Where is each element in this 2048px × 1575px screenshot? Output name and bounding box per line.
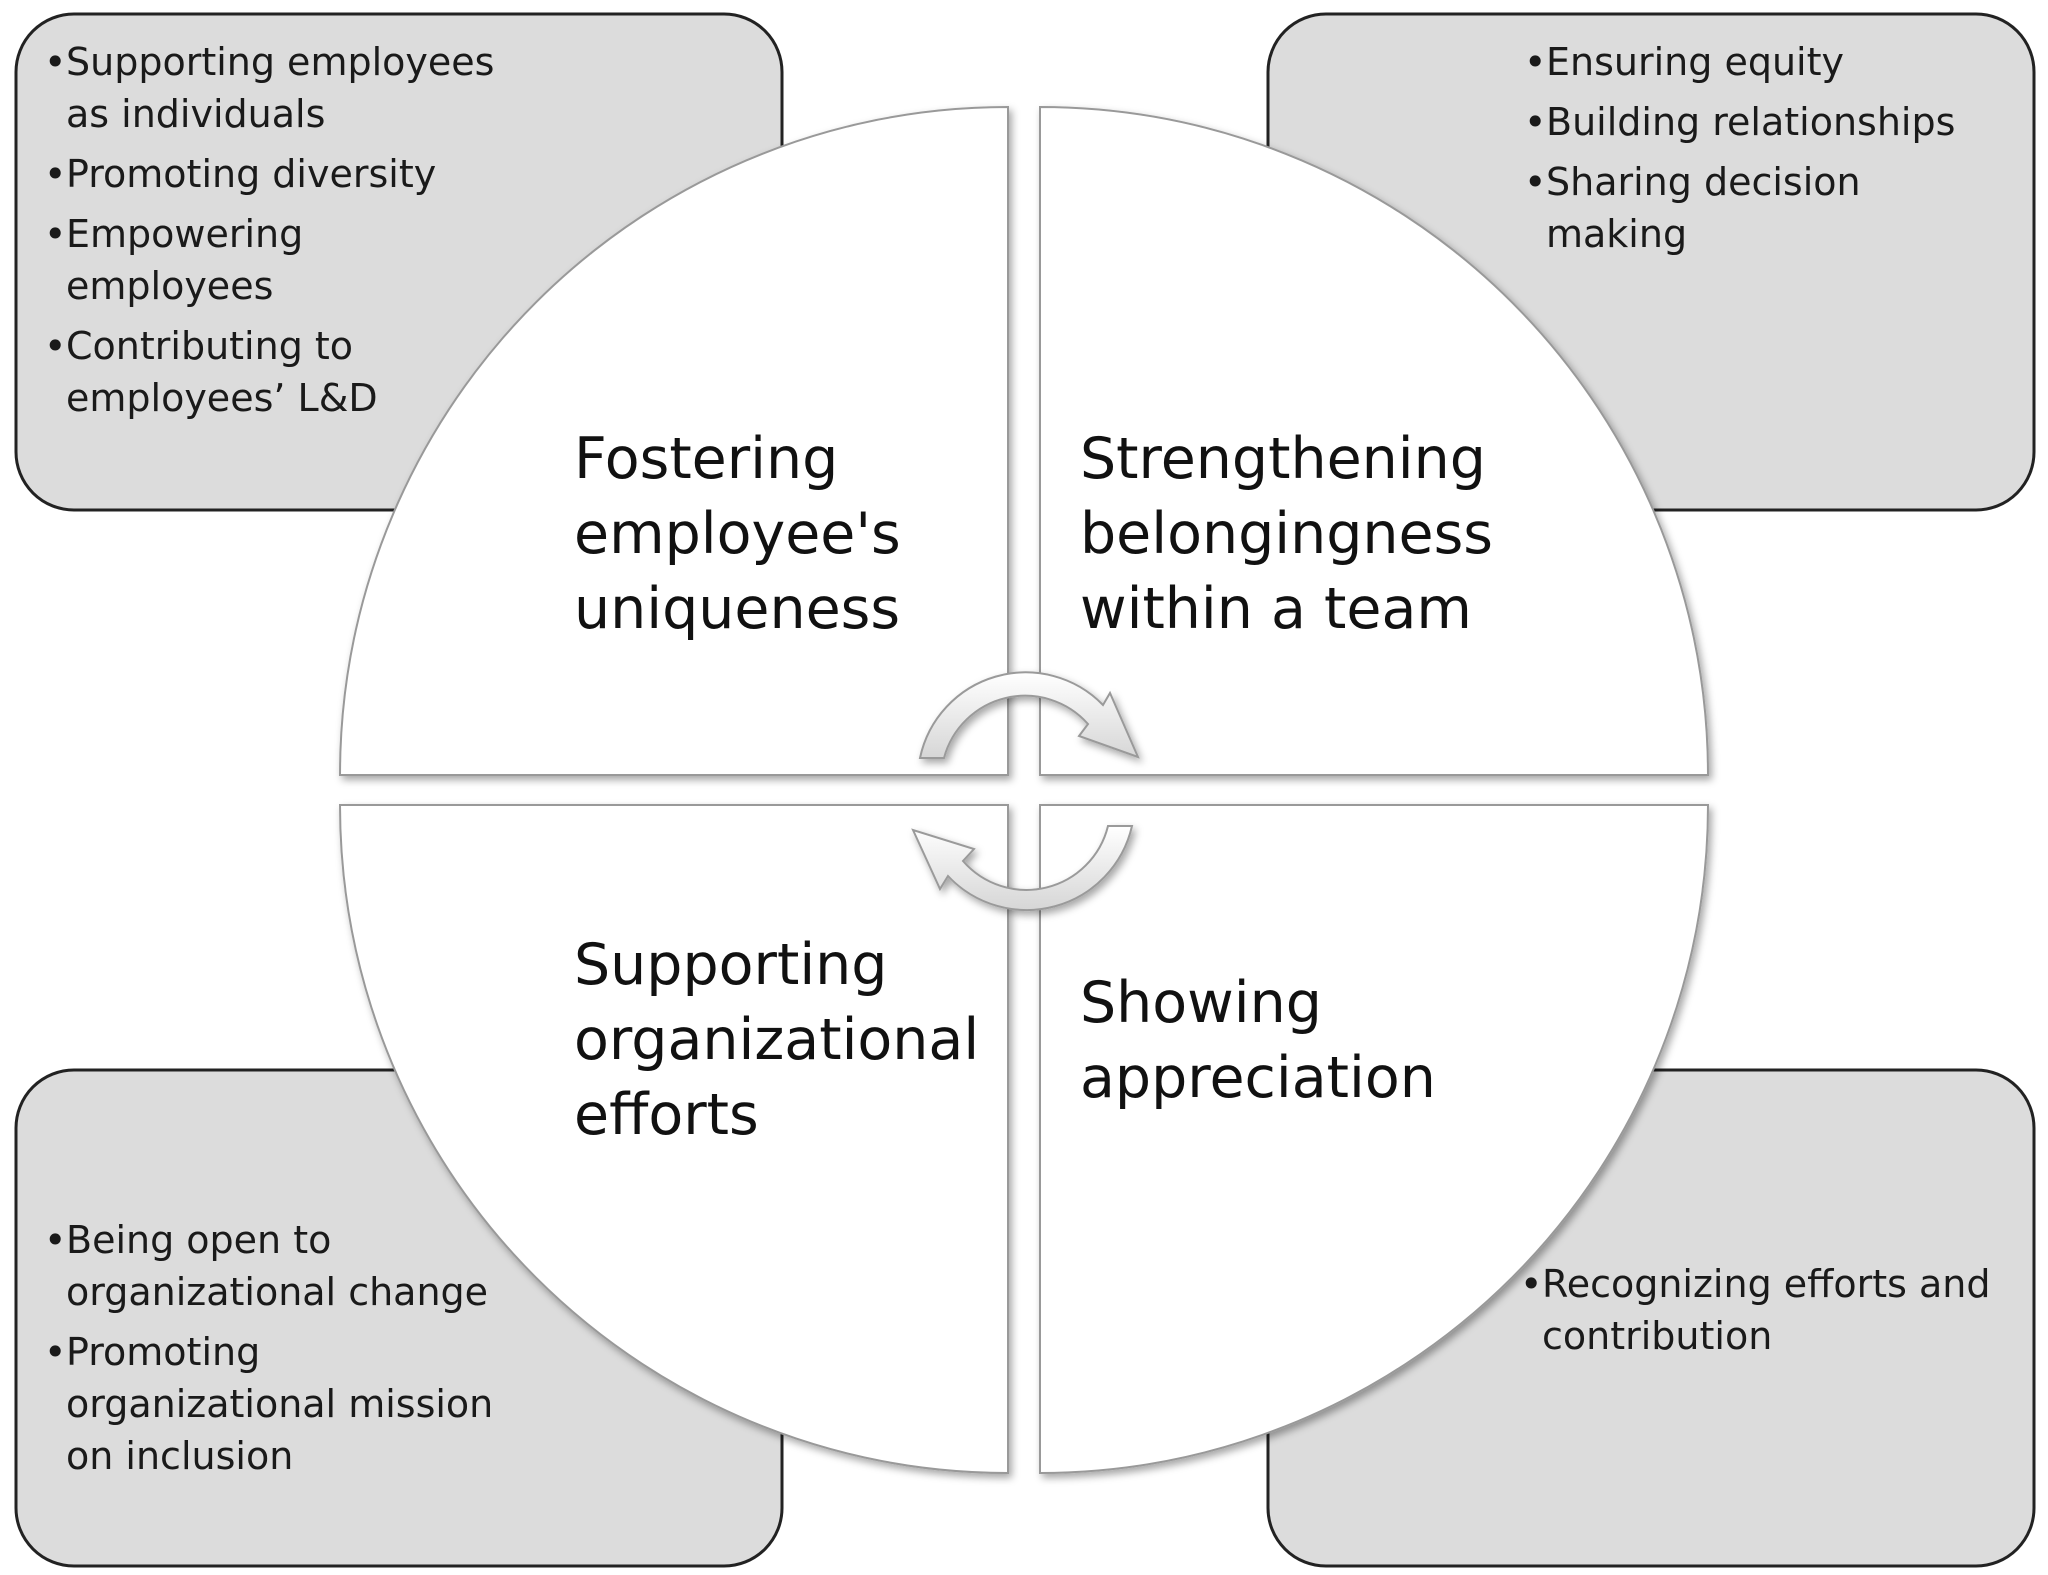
list-item: Building relationships	[1524, 96, 1984, 148]
arrow-bottom-clockwise-icon	[911, 825, 1134, 912]
bullets-top-left: Supporting employees as individuals Prom…	[44, 36, 514, 432]
list-item: Recognizing efforts and contribution	[1520, 1258, 2020, 1362]
list-item: Ensuring equity	[1524, 36, 1984, 88]
quadrant-top-left	[338, 105, 1009, 776]
quadrant-bottom-left	[338, 804, 1009, 1475]
list-item: Contributing to employees’ L&D	[44, 320, 514, 424]
circular-arrows-icon	[911, 671, 1140, 912]
quadrant-top-right	[1039, 105, 1710, 776]
bullets-bottom-left: Being open to organizational change Prom…	[44, 1214, 514, 1490]
title-strengthening-belongingness: Strengthening belongingness within a tea…	[1080, 426, 1493, 642]
list-item: Empowering employees	[44, 208, 514, 312]
bullets-bottom-right: Recognizing efforts and contribution	[1520, 1258, 2020, 1370]
arrow-top-clockwise-icon	[918, 671, 1140, 759]
title-fostering-uniqueness: Fostering employee's uniqueness	[574, 426, 901, 642]
quadrant-bottom-right	[1039, 804, 1710, 1475]
bullets-top-right: Ensuring equity Building relationships S…	[1524, 36, 1984, 268]
title-supporting-efforts: Supporting organizational efforts	[574, 932, 980, 1148]
title-showing-appreciation: Showing appreciation	[1080, 970, 1436, 1111]
list-item: Being open to organizational change	[44, 1214, 514, 1318]
list-item: Sharing decision making	[1524, 156, 1984, 260]
list-item: Supporting employees as individuals	[44, 36, 514, 140]
list-item: Promoting diversity	[44, 148, 514, 200]
list-item: Promoting organizational mission on incl…	[44, 1326, 514, 1482]
